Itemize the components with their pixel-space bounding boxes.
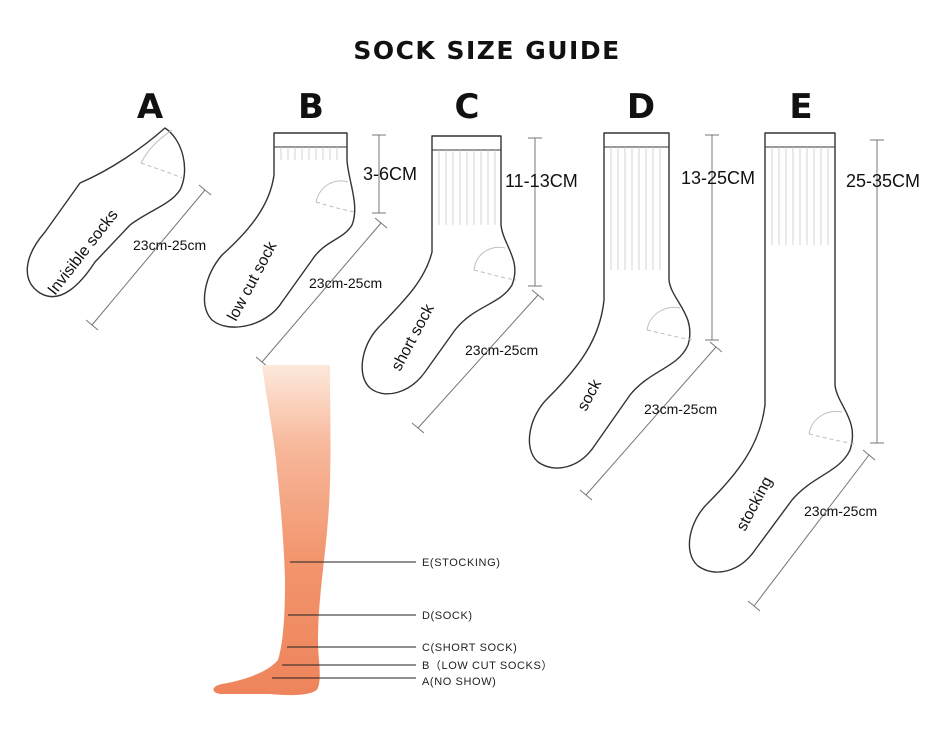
leg-label-b: B（LOW CUT SOCKS） <box>422 659 553 672</box>
sock-c-length: 23cm-25cm <box>465 342 538 358</box>
sock-a-length: 23cm-25cm <box>133 237 206 253</box>
sock-b-height: 3-6CM <box>363 164 417 184</box>
sock-c-height: 11-13CM <box>505 171 578 191</box>
letter-b: B <box>298 87 324 127</box>
leg-label-d: D(SOCK) <box>422 610 473 622</box>
sock-e-length: 23cm-25cm <box>804 503 877 519</box>
leg-label-a: A(NO SHOW) <box>422 676 496 688</box>
leg-label-c: C(SHORT SOCK) <box>422 642 517 654</box>
letter-e: E <box>789 87 812 127</box>
leg-illustration <box>213 365 331 696</box>
sock-d: sock 13-25CM 23cm-25cm <box>528 132 755 501</box>
sock-b: low cut sock 3-6CM 23cm-25cm <box>203 132 417 368</box>
sock-b-length: 23cm-25cm <box>309 275 382 291</box>
page-title: SOCK SIZE GUIDE <box>353 36 620 65</box>
sock-a: Invisible socks 23cm-25cm <box>26 127 212 331</box>
letter-a: A <box>137 87 164 127</box>
letter-c: C <box>455 87 480 127</box>
leg-label-e: E(STOCKING) <box>422 557 501 569</box>
sock-d-length: 23cm-25cm <box>644 401 717 417</box>
letter-d: D <box>627 87 655 127</box>
sock-e-height: 25-35CM <box>846 171 920 191</box>
sock-e: stocking 25-35CM 23cm-25cm <box>688 132 920 612</box>
sock-d-height: 13-25CM <box>681 168 755 188</box>
sock-c: short sock 11-13CM 23cm-25cm <box>361 135 578 434</box>
